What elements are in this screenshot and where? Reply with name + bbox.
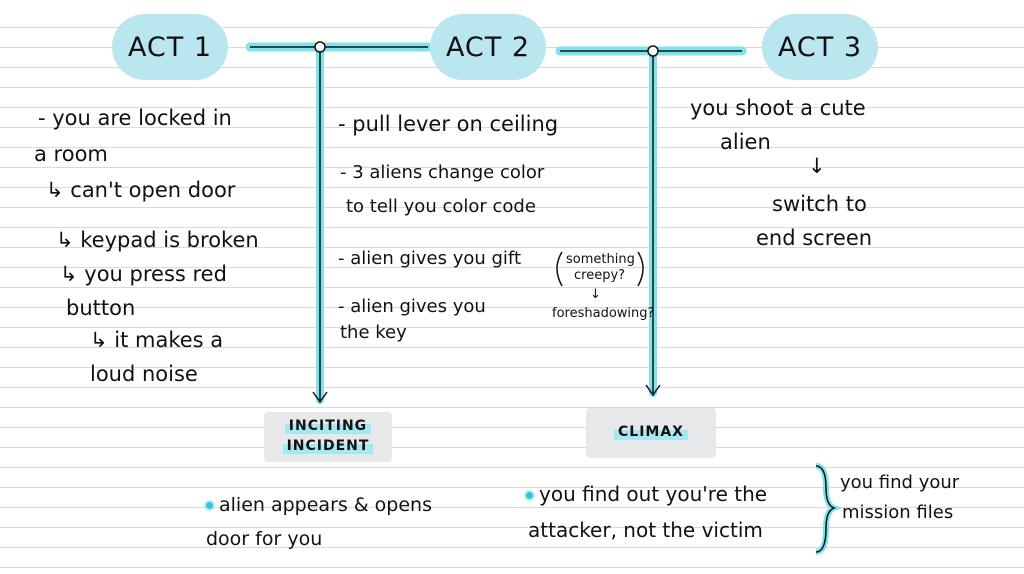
climax-label: CLIMAX — [614, 423, 688, 443]
node-climax — [647, 45, 659, 57]
paren-right — [637, 251, 644, 287]
act1-note: button — [66, 296, 136, 320]
act3-pill: ACT 3 — [762, 14, 878, 80]
act3-note-switch-1: switch to — [772, 192, 867, 216]
inciting-line-2: INCIDENT — [282, 437, 374, 457]
act2-label: ACT 2 — [445, 31, 531, 63]
paren-left — [556, 251, 563, 287]
act3-arrow: ↓ — [808, 154, 826, 178]
creepy-line-2: creepy? — [574, 268, 626, 283]
inciting-note-1: alien appears & opens — [206, 494, 432, 517]
foreshadowing-arrow: ↓ — [590, 287, 601, 302]
act2-note-key-1: - alien gives you — [338, 296, 486, 317]
bullet-icon — [526, 492, 533, 499]
node-inciting — [314, 41, 326, 53]
act2-note-key-2: the key — [340, 322, 407, 343]
mission-note-1: you find your — [840, 472, 960, 493]
climax-note-1: you find out you're the — [526, 482, 767, 506]
creepy-line-1: something — [566, 252, 635, 267]
bullet-icon — [206, 502, 213, 509]
act3-note-shoot-1: you shoot a cute — [690, 96, 866, 120]
act2-note-lever: - pull lever on ceiling — [338, 112, 559, 136]
inciting-note-2: door for you — [206, 528, 323, 550]
act1-note: loud noise — [90, 362, 198, 386]
act1-note: ↳ can't open door — [46, 178, 236, 202]
act3-label: ACT 3 — [777, 31, 863, 63]
act2-pill: ACT 2 — [430, 14, 546, 80]
act2-note-aliens-1: - 3 aliens change color — [340, 162, 545, 183]
act1-note: ↳ keypad is broken — [56, 228, 259, 252]
inciting-incident-tag: INCITING INCIDENT — [264, 412, 392, 462]
act2-note-gift: - alien gives you gift — [338, 248, 522, 269]
act2-note-aliens-2: to tell you color code — [346, 196, 536, 217]
act1-pill: ACT 1 — [112, 14, 228, 80]
act1-note: - you are locked in — [38, 106, 232, 130]
act1-note: ↳ you press red — [60, 262, 227, 286]
act3-note-shoot-2: alien — [720, 130, 771, 154]
foreshadowing-note: foreshadowing? — [552, 306, 655, 321]
inciting-line-1: INCITING — [284, 417, 372, 437]
act1-note: a room — [34, 142, 108, 166]
mission-note-2: mission files — [842, 502, 954, 523]
climax-note-2: attacker, not the victim — [528, 518, 763, 542]
climax-tag: CLIMAX — [586, 408, 716, 458]
act1-label: ACT 1 — [127, 31, 213, 63]
act3-note-switch-2: end screen — [756, 226, 873, 250]
act1-note: ↳ it makes a — [90, 328, 224, 352]
